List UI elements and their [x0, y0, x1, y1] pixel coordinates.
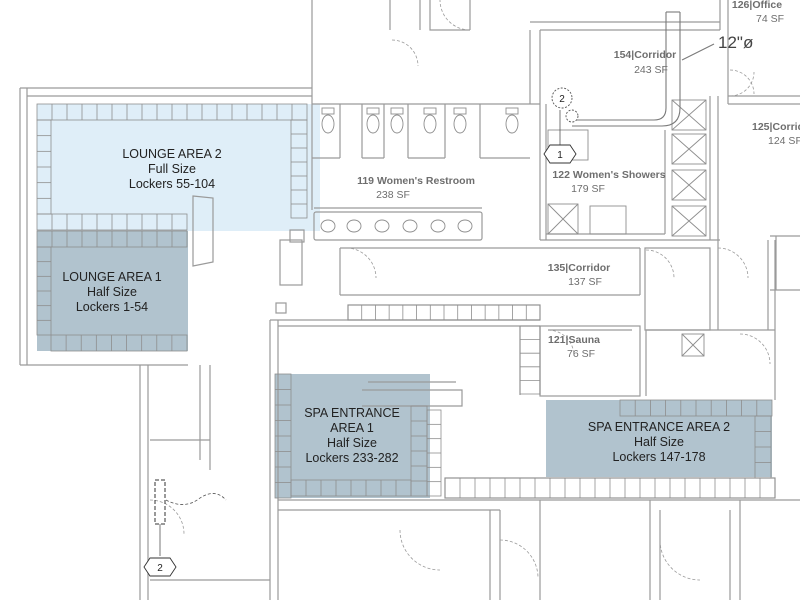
keynote-2-label: 2	[559, 94, 565, 105]
spa-entrance-area-1-zone[interactable]	[275, 374, 430, 498]
locker-bank-sauna-side	[519, 325, 541, 395]
room-122-area: 179 SF	[571, 183, 605, 195]
lounge-area-1-size: Half Size	[87, 285, 137, 299]
spa-entrance-area-1-lockers: Lockers 233-282	[305, 451, 398, 465]
equipment-leader-curve	[165, 493, 227, 505]
keynote-2b-hexagon	[143, 557, 177, 577]
keynote-1-label: 1	[557, 150, 563, 161]
room-135-area: 137 SF	[568, 276, 602, 288]
shower-pans	[547, 99, 707, 357]
locker-bank-lounge1-bottom	[50, 334, 188, 352]
keynote-2b-label: 2	[157, 563, 163, 574]
keynote-1-hexagon	[543, 144, 577, 164]
room-126-area: 74 SF	[756, 13, 784, 25]
lounge-area-2-size: Full Size	[148, 162, 196, 176]
duct-run	[572, 11, 715, 127]
keynote-markers: 2 1 2	[143, 87, 579, 577]
keynote-circle-small	[565, 109, 579, 123]
lounge-area-1-title: LOUNGE AREA 1	[62, 270, 161, 284]
keynote-circle	[551, 87, 573, 109]
spa-entrance-area-2-title: SPA ENTRANCE AREA 2	[588, 420, 730, 434]
zone-fills	[37, 104, 772, 498]
duct-size-label: 12"ø	[718, 33, 753, 52]
spa-entrance-area-1-size: Half Size	[327, 436, 377, 450]
room-154-label: 154|Corridor	[614, 49, 676, 61]
room-122-label: 122 Women's Showers	[552, 169, 665, 181]
lounge-area-1-zone[interactable]	[37, 231, 188, 351]
spa-entrance-area-2-size: Half Size	[634, 435, 684, 449]
room-119-area: 238 SF	[376, 189, 410, 201]
lounge-area-2-title: LOUNGE AREA 2	[122, 147, 221, 161]
spa-entrance-area-1-title-line1: SPA ENTRANCE	[304, 406, 400, 420]
lounge-area-2-lockers: Lockers 55-104	[129, 177, 215, 191]
lounge-area-1-lockers: Lockers 1-54	[76, 300, 148, 314]
lounge-area-2-zone[interactable]	[37, 104, 320, 231]
locker-bank-lounge2-right	[290, 119, 308, 219]
room-125-area: 124 SF	[768, 135, 800, 147]
room-154-area: 243 SF	[634, 64, 668, 76]
room-121-label: 121|Sauna	[548, 334, 600, 346]
fixtures	[320, 99, 707, 357]
room-labels: 126|Office 74 SF 154|Corridor 243 SF 125…	[357, 0, 800, 360]
sinks	[320, 219, 473, 233]
room-135-label: 135|Corridor	[548, 262, 610, 274]
zone-labels: LOUNGE AREA 2 Full Size Lockers 55-104 L…	[62, 147, 730, 465]
room-125-label: 125|Corrid	[752, 121, 800, 133]
locker-banks	[36, 103, 776, 499]
room-119-label: 119 Women's Restroom	[357, 175, 475, 187]
spa-entrance-area-2-zone[interactable]	[546, 400, 772, 477]
spa-entrance-area-1-title-line2: AREA 1	[330, 421, 374, 435]
spa-entrance-area-2-lockers: Lockers 147-178	[612, 450, 705, 464]
dashed-equipment	[154, 479, 166, 525]
room-121-area: 76 SF	[567, 348, 595, 360]
toilets	[321, 107, 519, 134]
door-swings	[149, 0, 771, 581]
room-126-label: 126|Office	[732, 0, 782, 11]
